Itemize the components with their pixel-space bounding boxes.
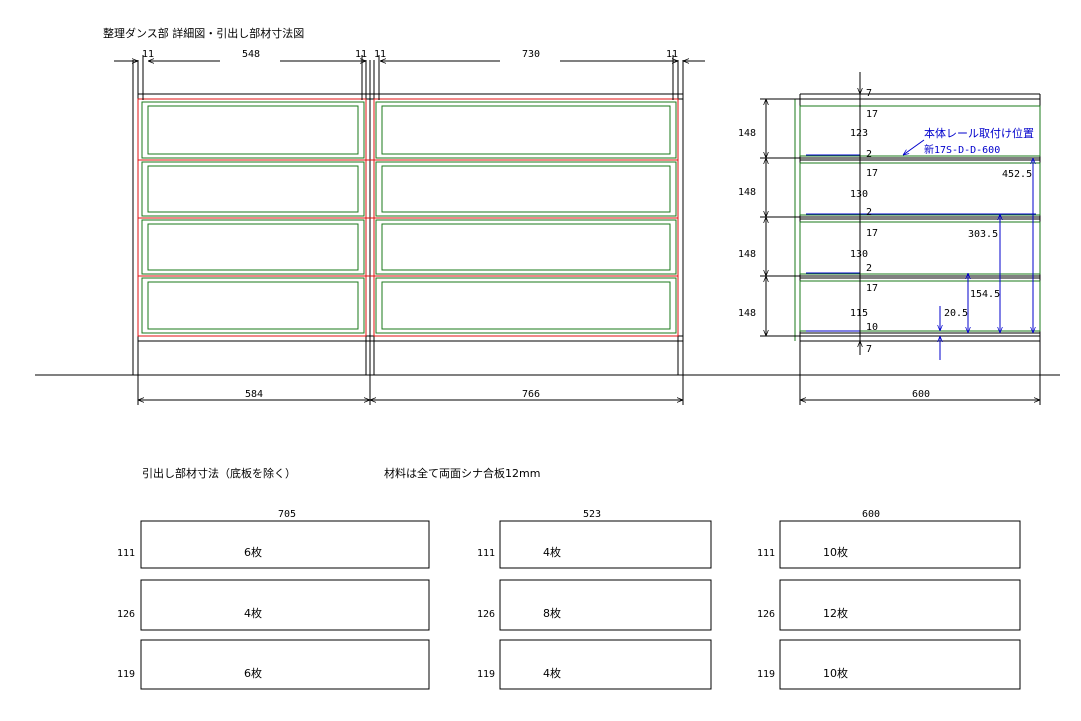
part-count: 4枚 [244,606,262,620]
side-dim-left: 148 [738,128,756,139]
page-title: 整理ダンス部 詳細図・引出し部材寸法図 [103,26,304,40]
part-width: 705 [278,509,296,520]
part-board [779,520,1021,569]
side-dim-center: 17 [866,168,878,179]
front-dim-top: 11 [666,49,678,60]
rail-height: 303.5 [968,229,998,240]
rail-part-number: 新17S-D-D-600 [924,143,1000,156]
part-count: 8枚 [543,606,561,620]
part-board [779,579,1021,631]
rail-height: 154.5 [970,289,1000,300]
side-dim-center: 17 [866,228,878,239]
front-dim-top: 11 [142,49,154,60]
part-width: 600 [862,509,880,520]
part-board [140,639,430,690]
side-dim-left: 148 [738,308,756,319]
side-dim-center: 130 [850,189,868,200]
side-dim-center: 115 [850,308,868,319]
parts-group: 705 111 126 119 6枚 4枚 6枚 [117,509,430,690]
part-height: 119 [477,669,495,680]
part-height: 126 [757,609,775,620]
side-dim-bottom: 600 [912,389,930,400]
side-dim-center: 2 [866,263,872,274]
rail-height: 20.5 [944,308,968,319]
part-count: 6枚 [244,666,262,680]
part-height: 111 [117,548,135,559]
part-height: 126 [117,609,135,620]
side-dim-center: 7 [866,88,872,99]
side-dim-left: 148 [738,187,756,198]
parts-group: 600 111 126 119 10枚 12枚 10枚 [757,509,1021,690]
part-height: 119 [117,669,135,680]
part-board [499,579,712,631]
rail-note: 本体レール取付け位置 [924,126,1034,140]
front-dim-top: 11 [355,49,367,60]
side-dim-center: 10 [866,322,878,333]
front-dim-bottom: 766 [522,389,540,400]
part-height: 119 [757,669,775,680]
front-dim-bottom: 584 [245,389,263,400]
material-note: 材料は全て両面シナ合板12mm [384,466,540,480]
side-dim-center: 2 [866,207,872,218]
side-dim-center: 17 [866,283,878,294]
part-board [140,579,430,631]
side-dim-left: 148 [738,249,756,260]
side-dim-center: 130 [850,249,868,260]
front-dim-top: 548 [242,49,260,60]
side-dim-center: 7 [866,344,872,355]
side-dim-center: 2 [866,149,872,160]
part-height: 111 [477,548,495,559]
part-board [499,639,712,690]
part-board [140,520,430,569]
part-height: 126 [477,609,495,620]
part-board [779,639,1021,690]
part-count: 10枚 [823,666,848,680]
part-board [499,520,712,569]
part-count: 6枚 [244,545,262,559]
part-count: 4枚 [543,666,561,680]
parts-group: 523 111 126 119 4枚 8枚 4枚 [477,509,712,690]
part-width: 523 [583,509,601,520]
front-dim-top: 11 [374,49,386,60]
part-count: 4枚 [543,545,561,559]
side-dim-center: 17 [866,109,878,120]
parts-heading: 引出し部材寸法（底板を除く） [142,466,296,480]
side-dim-center: 123 [850,128,868,139]
front-dim-top: 730 [522,49,540,60]
rail-height: 452.5 [1002,169,1032,180]
front-view: 11 548 11 11 730 11 584 766 [114,49,705,405]
side-view: 148 148 148 148 7 17 123 2 17 130 2 17 1… [738,72,1041,405]
part-count: 12枚 [823,606,848,620]
part-count: 10枚 [823,545,848,559]
part-height: 111 [757,548,775,559]
